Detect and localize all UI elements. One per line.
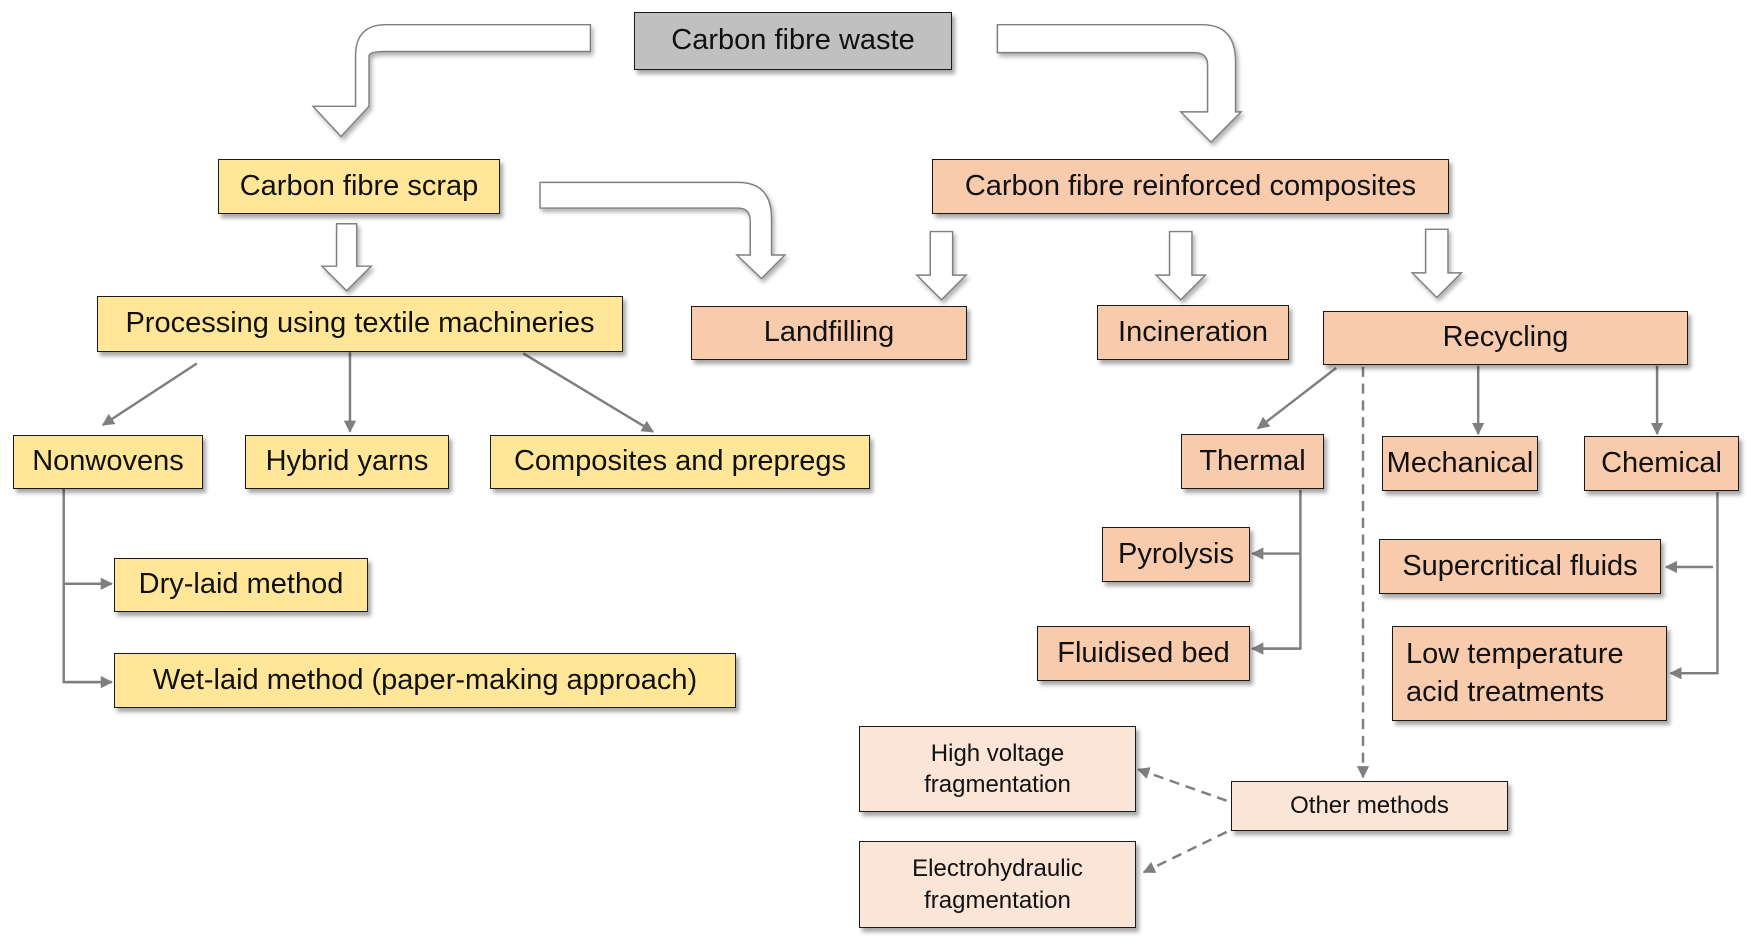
node-label: Thermal xyxy=(1199,444,1306,477)
node-pyrolysis: Pyrolysis xyxy=(1102,527,1250,582)
arrow-scrap-to-processing xyxy=(320,222,373,292)
node-label: Hybrid yarns xyxy=(265,445,429,478)
node-label: Pyrolysis xyxy=(1117,537,1234,570)
node-label: Incineration xyxy=(1118,315,1268,348)
connector-processing-composites xyxy=(522,352,655,433)
node-thermal: Thermal xyxy=(1181,434,1324,489)
node-carbon-fibre-scrap: Carbon fibre scrap xyxy=(218,159,500,214)
node-wet-laid-method: Wet-laid method (paper-making approach) xyxy=(114,653,736,708)
node-label-line1: High voltage xyxy=(930,739,1065,767)
node-label: Fluidised bed xyxy=(1057,636,1230,669)
node-label: Recycling xyxy=(1442,321,1569,354)
node-low-temperature-acid-treatments: Low temperature acid treatments xyxy=(1392,626,1667,721)
node-electrohydraulic-fragmentation: Electrohydraulic fragmentation xyxy=(859,841,1136,928)
connector-chemical-branches xyxy=(1671,492,1719,675)
node-label: Composites and prepregs xyxy=(513,445,847,478)
arrow-to-landfilling xyxy=(915,230,968,301)
node-label: Other methods xyxy=(1290,792,1449,820)
bent-arrow-to-scrap xyxy=(311,23,592,138)
node-hybrid-yarns: Hybrid yarns xyxy=(245,435,449,489)
node-label-line1: Low temperature xyxy=(1406,637,1624,670)
arrow-to-incineration xyxy=(1154,230,1208,301)
node-carbon-fibre-waste: Carbon fibre waste xyxy=(634,12,952,70)
node-label: Chemical xyxy=(1601,446,1722,479)
node-chemical: Chemical xyxy=(1584,436,1739,491)
node-high-voltage-fragmentation: High voltage fragmentation xyxy=(859,726,1136,812)
connector-nonwovens-laid xyxy=(62,488,112,684)
node-label: Dry-laid method xyxy=(138,568,344,601)
node-carbon-fibre-reinforced-composites: Carbon fibre reinforced composites xyxy=(932,159,1449,214)
node-recycling: Recycling xyxy=(1323,311,1688,365)
node-processing-textile-machineries: Processing using textile machineries xyxy=(97,296,623,352)
node-dry-laid-method: Dry-laid method xyxy=(114,558,368,612)
connector-other-electro-dashed xyxy=(1142,830,1228,874)
node-label: Landfilling xyxy=(763,316,895,349)
node-supercritical-fluids: Supercritical fluids xyxy=(1379,539,1661,594)
node-other-methods: Other methods xyxy=(1231,781,1508,831)
node-label-line1: Electrohydraulic xyxy=(912,855,1083,883)
node-composites-and-prepregs: Composites and prepregs xyxy=(490,435,870,489)
node-mechanical: Mechanical xyxy=(1382,436,1538,491)
bent-arrow-to-composites xyxy=(996,23,1243,144)
node-fluidised-bed: Fluidised bed xyxy=(1037,626,1250,681)
node-label: Supercritical fluids xyxy=(1402,549,1638,582)
node-landfilling: Landfilling xyxy=(691,306,967,360)
node-label: Carbon fibre scrap xyxy=(239,169,479,202)
node-label: Wet-laid method (paper-making approach) xyxy=(152,663,698,696)
node-label-line2: fragmentation xyxy=(924,771,1071,798)
connector-processing-nonwovens xyxy=(101,362,198,427)
node-label: Nonwovens xyxy=(32,445,184,478)
connector-recycling-thermal xyxy=(1256,366,1337,430)
node-label-line2: fragmentation xyxy=(924,886,1071,914)
connector-thermal-branches xyxy=(1254,489,1302,650)
connector-other-highvoltage-dashed xyxy=(1137,767,1228,802)
node-label: Mechanical xyxy=(1386,446,1534,479)
node-label: Carbon fibre waste xyxy=(671,24,915,57)
node-incineration: Incineration xyxy=(1097,305,1289,360)
node-nonwovens: Nonwovens xyxy=(13,435,203,489)
arrow-to-recycling xyxy=(1410,228,1464,299)
node-label-line2: acid treatments xyxy=(1406,675,1605,708)
node-label: Carbon fibre reinforced composites xyxy=(964,169,1417,202)
bent-arrow-to-landfilling xyxy=(539,181,787,280)
node-label: Processing using textile machineries xyxy=(125,307,595,340)
